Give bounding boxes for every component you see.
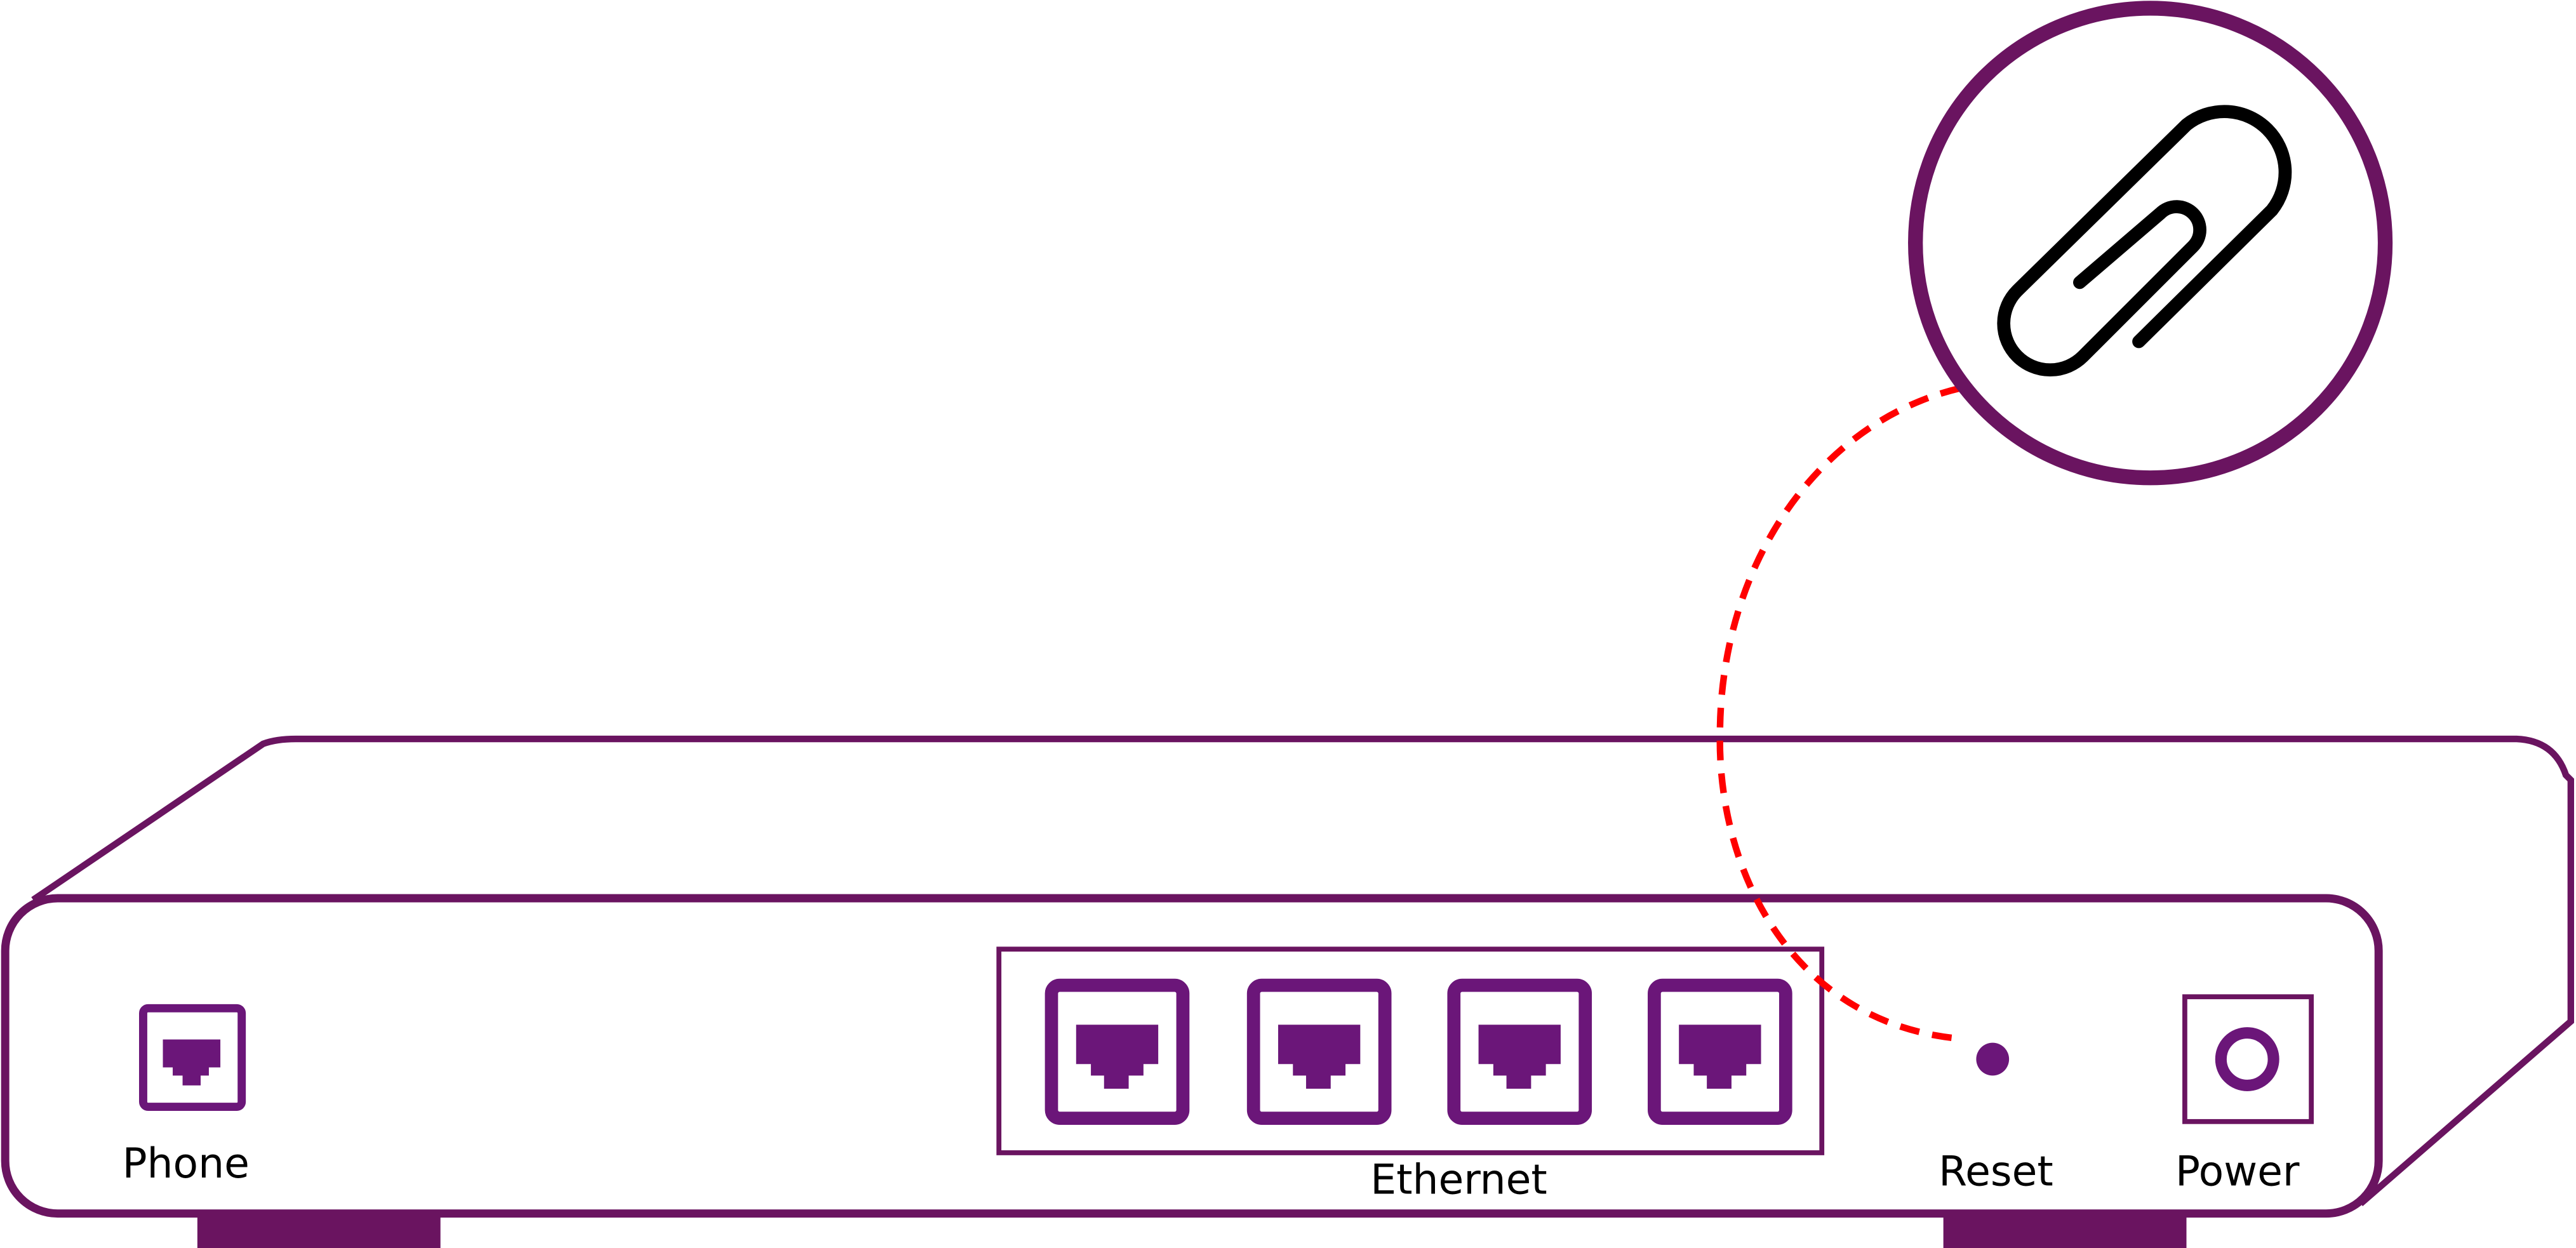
paperclip-icon — [1997, 105, 2292, 377]
power-label: Power — [2175, 1148, 2300, 1196]
ethernet-port-icon — [1447, 978, 1592, 1125]
ethernet-port-icon — [1648, 978, 1792, 1125]
phone-label: Phone — [123, 1140, 250, 1188]
router-front-panel — [1, 894, 2383, 1218]
callout-dashed-line — [1716, 384, 1964, 1042]
router-foot-left — [197, 1215, 441, 1248]
reset-button-icon — [1976, 1042, 2010, 1076]
ethernet-port-icon — [1246, 978, 1392, 1125]
reset-label: Reset — [1939, 1148, 2053, 1196]
power-jack-icon — [2182, 994, 2314, 1124]
ethernet-port-icon — [1044, 978, 1190, 1125]
ethernet-port-group — [996, 946, 1825, 1155]
router-foot-right — [1943, 1215, 2187, 1248]
router-top-surface — [31, 735, 2574, 1207]
phone-port-icon — [139, 1004, 246, 1111]
callout-circle — [1908, 1, 2393, 486]
ethernet-label: Ethernet — [1370, 1157, 1547, 1204]
